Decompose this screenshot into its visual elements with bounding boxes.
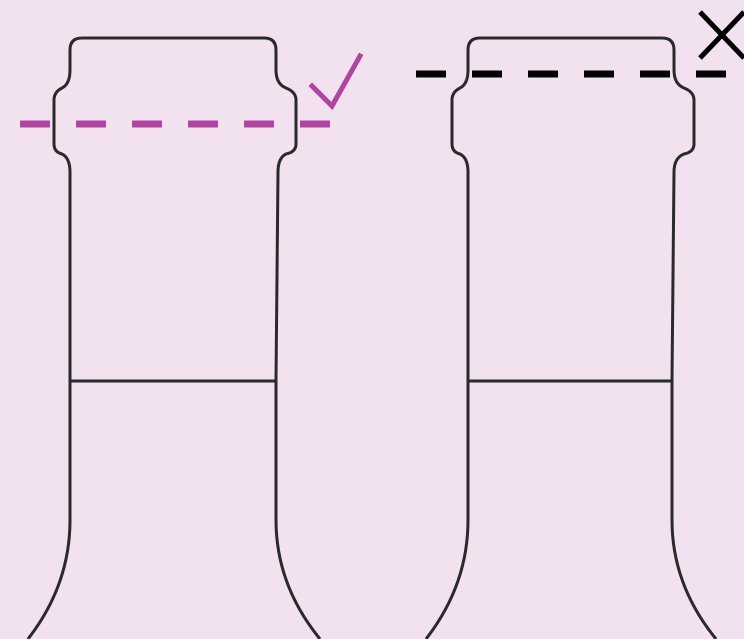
- bottle-outline: [480, 36, 718, 639]
- bottle-outline-left: [424, 36, 481, 639]
- cross-icon: [698, 10, 744, 60]
- bottle-outline-left: [26, 36, 83, 639]
- bottle-incorrect: [408, 10, 744, 639]
- bottle-correct: [12, 36, 364, 639]
- check-icon: [308, 52, 364, 111]
- bottle-outline: [82, 36, 322, 639]
